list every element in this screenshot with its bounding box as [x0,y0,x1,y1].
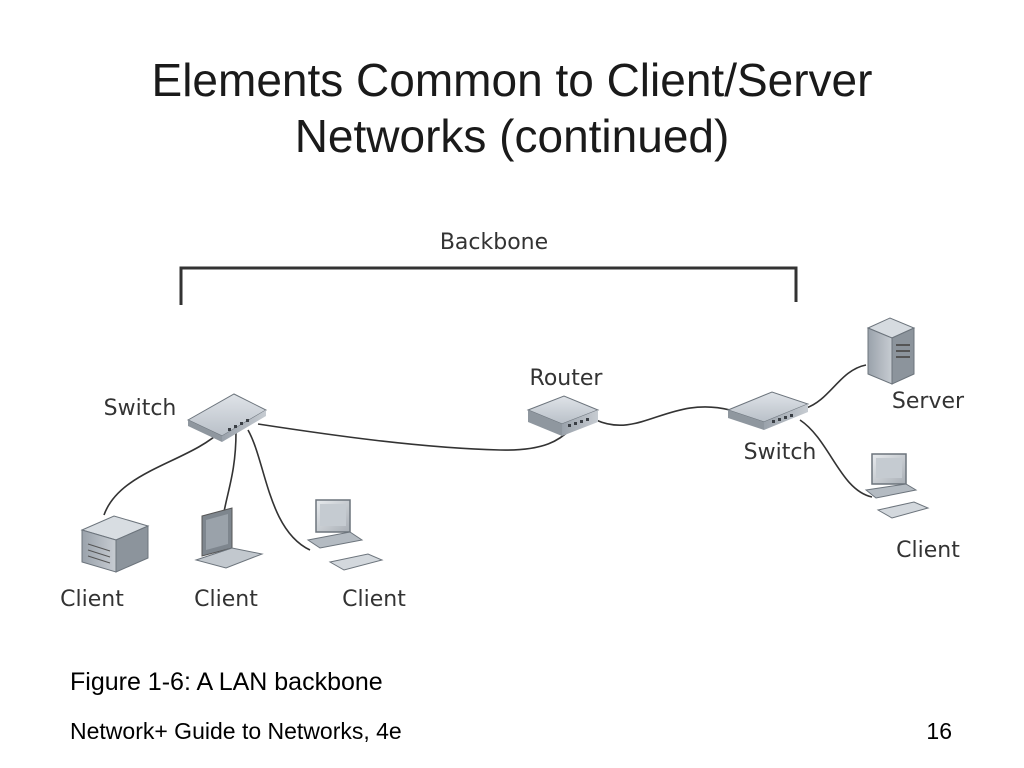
footer-text: Network+ Guide to Networks, 4e [70,718,402,744]
page-number: 16 [926,718,952,744]
cable-router-to-switch [595,406,731,426]
switch-right-label: Switch [744,440,817,465]
client-desktop-label: Client [342,587,406,612]
title-line-1: Elements Common to Client/Server [151,54,873,106]
cable-switch-to-printer-client [103,429,223,516]
network-cables [103,364,873,551]
client-laptop-label: Client [194,587,258,612]
figure-caption: Figure 1-6: A LAN backbone [70,668,383,696]
router-icon [526,395,600,436]
slide-title: Elements Common to Client/Server Network… [40,52,984,164]
client-right-label: Client [896,538,960,563]
switch-left-icon [186,393,268,442]
server-icon [866,317,916,385]
cable-switch-to-server [805,364,867,409]
switch-left-label: Switch [104,396,177,421]
cable-switch-to-client-right [799,419,873,498]
cable-switch-to-laptop-client [223,431,237,513]
backbone-bracket [179,266,798,305]
cable-switch-to-router [257,423,573,451]
router-label: Router [530,366,604,391]
backbone-label: Backbone [440,230,548,255]
printer-client-icon [80,515,150,573]
switch-right-icon [726,391,810,430]
desktop-client-icon [306,499,384,571]
laptop-client-icon [194,507,264,569]
title-line-2: Networks (continued) [294,110,730,162]
cable-switch-to-desktop-client [247,429,311,551]
client-printer-label: Client [60,587,124,612]
server-label: Server [892,389,965,414]
desktop-client-right-icon [864,453,930,519]
